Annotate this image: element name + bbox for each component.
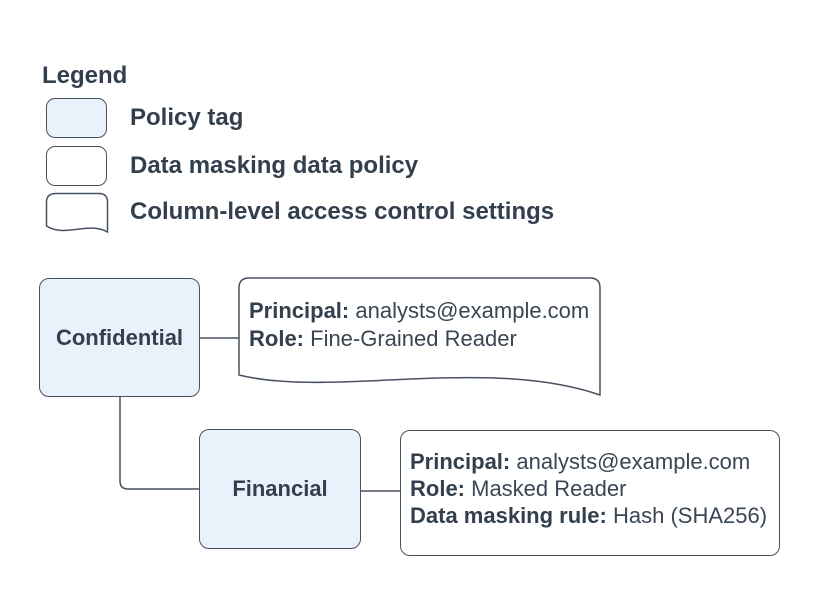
- role-label: Role:: [410, 476, 465, 501]
- masking-rule-value: Hash (SHA256): [612, 503, 768, 528]
- financial-node-label: Financial: [232, 476, 328, 501]
- masking-rule-label: Data masking rule:: [410, 503, 607, 528]
- legend-label-policy-tag: Policy tag: [130, 104, 244, 131]
- masking-policy-card: Principal: analysts@example.com Role: Ma…: [400, 430, 780, 556]
- data-masking-policy-swatch: [46, 146, 107, 186]
- masking-card-principal-line: Principal: analysts@example.com: [410, 448, 771, 475]
- principal-label: Principal:: [410, 449, 511, 474]
- access-settings-card: Principal: analysts@example.com Role: Fi…: [249, 297, 594, 353]
- legend-label-column-access-settings: Column-level access control settings: [130, 198, 555, 225]
- policy-tag-node-financial: Financial: [199, 429, 361, 549]
- connector-confidential-to-financial: [119, 397, 199, 490]
- principal-value: analysts@example.com: [355, 298, 590, 323]
- column-access-settings-swatch: [45, 192, 109, 234]
- role-value: Fine-Grained Reader: [310, 326, 517, 351]
- confidential-node-label: Confidential: [55, 324, 184, 350]
- legend-title: Legend: [42, 62, 128, 89]
- role-value: Masked Reader: [471, 476, 627, 501]
- policy-tag-node-confidential: Confidential: [39, 278, 200, 397]
- access-card-role-line: Role: Fine-Grained Reader: [249, 325, 594, 353]
- role-label: Role:: [249, 326, 304, 351]
- masking-card-role-line: Role: Masked Reader: [410, 475, 771, 502]
- access-settings-card-shape: [238, 277, 601, 397]
- masking-card-rule-line: Data masking rule: Hash (SHA256): [410, 502, 771, 529]
- legend-label-data-masking-policy: Data masking data policy: [130, 152, 419, 179]
- principal-label: Principal:: [249, 298, 350, 323]
- principal-value: analysts@example.com: [516, 449, 751, 474]
- access-card-principal-line: Principal: analysts@example.com: [249, 297, 594, 325]
- policy-tag-swatch: [46, 98, 107, 138]
